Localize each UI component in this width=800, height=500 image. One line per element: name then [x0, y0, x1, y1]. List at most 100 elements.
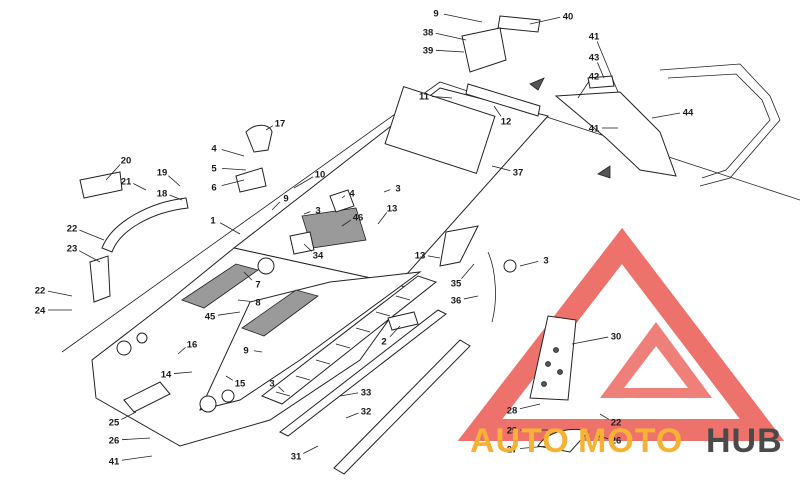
callout-number: 37 [513, 168, 524, 179]
callout-number: 41 [589, 124, 600, 135]
leader-line [303, 445, 319, 454]
decal-43 [587, 75, 615, 89]
leader-line [303, 211, 311, 215]
bracket-2 [387, 311, 419, 331]
leader-line [377, 212, 388, 225]
callout-number: 43 [589, 53, 600, 64]
callout-number: 13 [415, 251, 426, 262]
leader-line [105, 163, 121, 181]
leader-line [341, 219, 352, 227]
leader-line [237, 299, 251, 302]
nut-3 [503, 259, 517, 273]
leader-line [389, 325, 401, 338]
callout-number: 33 [361, 388, 372, 399]
heel-plate-30 [529, 315, 577, 401]
tunnel-assembly [91, 83, 549, 447]
callout-number: 46 [353, 213, 364, 224]
leader-line [121, 455, 153, 461]
callout-number: 10 [315, 170, 326, 181]
arrow-icon [529, 77, 545, 91]
callout-number: 7 [255, 280, 260, 291]
callout-number: 17 [275, 119, 286, 130]
rear-bumper-44 [659, 63, 781, 187]
leader-line [121, 411, 137, 420]
leader-line [651, 112, 681, 119]
cover-20 [79, 171, 123, 199]
callout-number: 12 [501, 117, 512, 128]
callout-number: 19 [157, 168, 168, 179]
callout-number: 1 [210, 216, 216, 227]
callout-number: 2 [381, 337, 386, 348]
callout-number: 5 [211, 164, 217, 175]
leader-line [133, 183, 147, 191]
callout-number: 15 [235, 379, 246, 390]
snow-flap-42 [554, 91, 677, 177]
small-parts [79, 15, 781, 475]
leader-line [493, 105, 502, 117]
leader-line [173, 371, 193, 374]
callout-number: 9 [283, 194, 288, 205]
leader-line [169, 194, 183, 201]
callout-number: 41 [109, 457, 120, 468]
watermark-word-moto: MOTO [578, 422, 683, 460]
callout-number: 27 [507, 445, 518, 456]
cleat-row [275, 295, 411, 397]
cap-7 [257, 257, 275, 275]
callout-number: 28 [507, 406, 518, 417]
leader-line [221, 179, 245, 187]
leader-line [221, 167, 247, 171]
leader-line [529, 16, 561, 25]
leader-line [168, 175, 181, 187]
callout-number: 38 [423, 28, 434, 39]
callout-number: 11 [419, 92, 430, 103]
leader-line [293, 176, 314, 189]
leader-line [431, 96, 453, 99]
leader-line [47, 290, 73, 297]
leader-line [271, 201, 281, 211]
leader-line [491, 165, 511, 172]
callout-number: 3 [269, 379, 274, 390]
bar-33 [279, 309, 447, 437]
leader-line [461, 263, 475, 279]
leader-line [339, 392, 359, 397]
assembly-frame [61, 81, 800, 353]
leader-line [577, 80, 590, 99]
callout-number: 31 [291, 452, 302, 463]
vent-23 [89, 255, 111, 303]
bracket-38 [461, 27, 507, 73]
callout-number: 3 [395, 184, 400, 195]
watermark-text: AUTO MOTO HUB [470, 422, 782, 460]
leader-line [265, 125, 274, 131]
watermark-word-auto: AUTO [470, 422, 570, 460]
leader-line [217, 311, 241, 316]
leader-line [519, 260, 539, 267]
leader-line [219, 222, 241, 235]
leader-line [79, 229, 105, 241]
callout-number: 8 [255, 298, 260, 309]
leader-line [596, 41, 619, 93]
tube-32 [333, 339, 471, 475]
leader-line [427, 255, 441, 259]
bracket-40 [497, 15, 541, 33]
leader-line [221, 149, 245, 157]
callout-number: 20 [121, 156, 132, 167]
cap-4 [329, 189, 355, 213]
leader-line [463, 295, 479, 300]
leader-line [177, 347, 186, 355]
leader-line [519, 445, 549, 449]
callout-number: 9 [243, 346, 248, 357]
leader-line [571, 336, 609, 345]
bracket-34 [289, 231, 315, 255]
leader-line [253, 350, 263, 353]
mount-6 [235, 167, 267, 193]
leader-line [443, 13, 483, 23]
callout-number: 3 [315, 206, 320, 217]
leader-line [225, 375, 234, 381]
callout-number: 45 [205, 312, 216, 323]
callout-number: 29 [507, 426, 518, 437]
callout-number: 32 [361, 407, 372, 418]
grab-handle-19 [101, 197, 189, 253]
